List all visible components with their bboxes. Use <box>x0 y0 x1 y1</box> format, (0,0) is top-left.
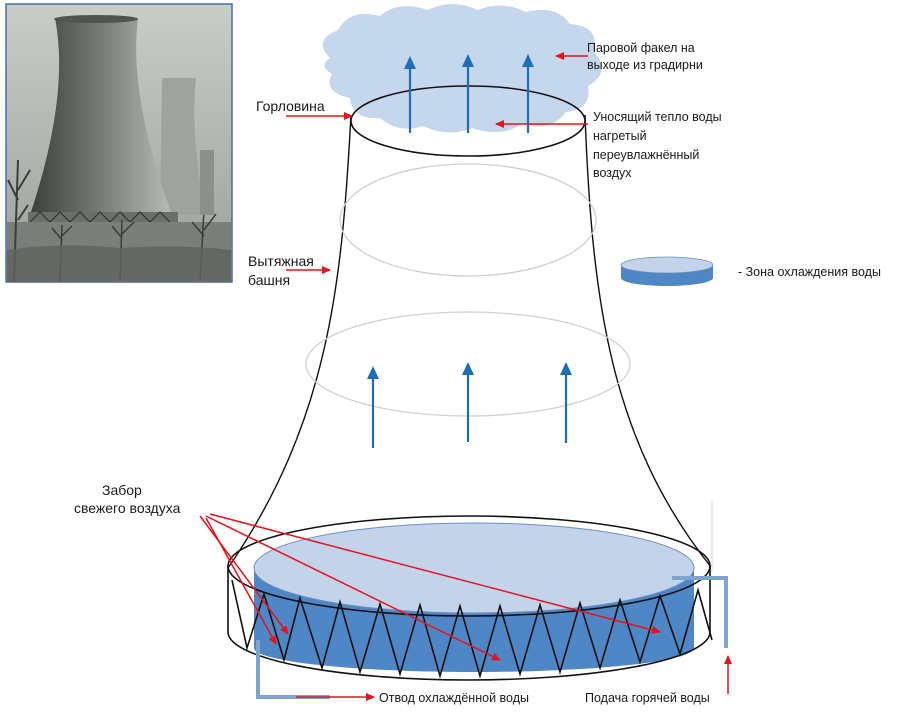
exhaust-tower-label-line1: Вытяжная <box>248 253 314 269</box>
steam-plume-label-line2: выходе из градирни <box>587 58 703 72</box>
pointer-air-intake-3 <box>209 513 661 634</box>
heated-air-label-line4: воздух <box>593 166 632 180</box>
steam-plume-cloud <box>322 4 602 133</box>
exhaust-tower-label-line2: башня <box>248 272 290 288</box>
air-intake-label-line1: Забор <box>102 482 142 498</box>
tower-base <box>227 515 713 681</box>
heated-air-label-line1: Уносящий тепло воды <box>593 110 722 124</box>
cooling-zone-label: - Зона охлаждения воды <box>738 265 881 279</box>
lattice-supports <box>231 579 713 679</box>
pointer-air-intake-1 <box>199 515 289 635</box>
airflow-arrows <box>367 54 572 448</box>
cooling-tower-photo <box>5 3 233 283</box>
mid-ring-upper <box>339 163 597 277</box>
throat-label: Горловина <box>256 98 325 114</box>
cooling-zone-swatch <box>620 256 714 274</box>
hot-water-label: Подача горячей воды <box>585 691 710 705</box>
hot-water-pipe <box>672 576 728 648</box>
pointer-arrows <box>199 52 732 701</box>
pointer-air-intake-4 <box>205 517 277 645</box>
air-intake-label-line2: свежего воздуха <box>74 500 181 516</box>
water-basin-top <box>253 522 695 614</box>
pointer-air-intake-2 <box>205 515 501 661</box>
cooling-zone-legend: - Зона охлаждения воды <box>620 256 881 286</box>
heated-air-label-line2: нагретый <box>593 129 647 143</box>
cooled-water-label: Отвод охлаждённой воды <box>379 691 529 705</box>
steam-plume-label-line1: Паровой факел на <box>587 41 695 55</box>
heated-air-label-line3: переувлажнённый <box>593 148 699 162</box>
